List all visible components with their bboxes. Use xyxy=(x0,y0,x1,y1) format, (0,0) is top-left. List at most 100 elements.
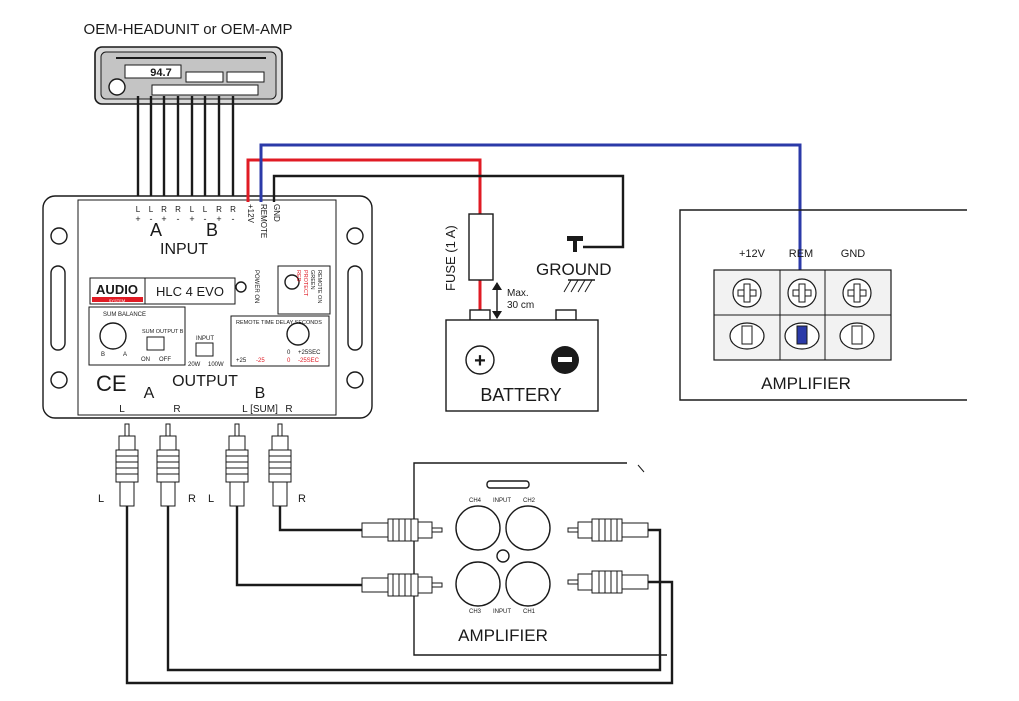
headunit-knob xyxy=(108,78,126,96)
sum-balance-a: A xyxy=(123,352,127,358)
pin-12v: +12V xyxy=(246,204,255,224)
sum-on: ON xyxy=(141,357,150,363)
battery: + BATTERY xyxy=(445,309,599,412)
remote-delay-label: REMOTE TIME DELAY SECONDS xyxy=(236,320,322,326)
headunit: 94.7 xyxy=(94,46,283,105)
fuse-dist: 30 cm xyxy=(507,300,534,311)
amplifier-bottom: CH4 INPUT CH2 CH3 INPUT CH1 AMPLIFIER xyxy=(413,462,667,656)
input-pin-sign-4: - xyxy=(177,214,180,224)
ch4-label: CH4 xyxy=(469,498,482,504)
battery-plus: + xyxy=(474,350,486,372)
input-pin-sign-1: + xyxy=(135,214,140,224)
ce-mark: CE xyxy=(96,371,127,396)
input-100w: 100W xyxy=(208,362,224,368)
sum-balance-label: SUM BALANCE xyxy=(103,312,146,318)
input-pin-8: R xyxy=(230,205,236,214)
terminal-opening xyxy=(796,325,808,345)
screw-slot xyxy=(798,283,806,303)
terminal-opening xyxy=(741,325,753,345)
rca-label-r1: R xyxy=(188,493,196,505)
rca-plug-icon xyxy=(361,573,443,597)
ch4-jack-icon xyxy=(455,505,501,551)
input-pin-5: L xyxy=(190,205,195,214)
amp-term-rem: REM xyxy=(789,248,813,260)
sum-output-switch xyxy=(146,336,165,351)
delay-minus25: -25 xyxy=(256,358,265,364)
amp-bottom-label: AMPLIFIER xyxy=(458,626,548,645)
ch1-jack-icon xyxy=(505,561,551,607)
input-pin-sign-6: - xyxy=(204,214,207,224)
logo-text: AUDIO xyxy=(96,282,138,297)
out-l-sum: L [SUM] xyxy=(242,404,278,415)
input-pin-6: L xyxy=(203,205,208,214)
ch3-label: CH3 xyxy=(469,609,482,615)
input-b-label: B xyxy=(206,220,218,240)
model-name: HLC 4 EVO xyxy=(156,284,224,299)
power-led-icon xyxy=(235,281,247,293)
amp-top-label: AMPLIFIER xyxy=(761,374,851,393)
delay-zero: 0 xyxy=(287,350,291,356)
output-a-label: A xyxy=(144,385,155,402)
screw-slot xyxy=(743,283,751,303)
hlc-4-evo-unit: L+L-R+R-L+L-R+R- +12V REMOTE GND A B INP… xyxy=(42,195,373,419)
ch1-label: CH1 xyxy=(523,609,536,615)
terminal-opening xyxy=(851,325,863,345)
battery-label: BATTERY xyxy=(480,385,561,405)
headunit-display: 94.7 xyxy=(150,67,171,79)
input-pin-2: L xyxy=(149,205,154,214)
input-pin-sign-8: - xyxy=(232,214,235,224)
remote-on-label: REMOTE ON xyxy=(316,270,322,303)
input-a-label: A xyxy=(150,220,162,240)
input-bottom-label: INPUT xyxy=(493,609,511,615)
remote-delay-knob xyxy=(286,322,310,346)
ground-bolt-icon xyxy=(567,236,583,252)
input-select-label: INPUT xyxy=(196,336,214,342)
mount-hole-icon xyxy=(346,371,364,389)
fuse-label: FUSE (1 A) xyxy=(443,225,458,291)
rca-cables xyxy=(125,505,674,685)
remote-led-icon xyxy=(284,274,300,290)
input-pin-4: R xyxy=(175,205,181,214)
rca-label-l2: L xyxy=(208,493,214,505)
speaker-wires xyxy=(136,96,235,202)
input-top-label: INPUT xyxy=(493,498,511,504)
input-label: INPUT xyxy=(160,241,208,258)
ground-symbol-icon xyxy=(563,279,595,293)
delay-zero-red: 0 xyxy=(287,358,291,364)
delay-plus25sec: +25SEC xyxy=(298,350,321,356)
sum-balance-knob xyxy=(99,322,127,350)
input-pin-sign-3: + xyxy=(161,214,166,224)
input-pin-1: L xyxy=(136,205,141,214)
mount-hole-icon xyxy=(50,371,68,389)
fuse-distance-arrow xyxy=(492,282,502,319)
rca-label-l1: L xyxy=(98,493,104,505)
input-pin-sign-7: + xyxy=(216,214,221,224)
battery-plus-icon xyxy=(465,345,495,375)
fuse-max: Max. xyxy=(507,288,529,299)
input-pin-sign-2: - xyxy=(150,214,153,224)
rca-label-r2: R xyxy=(298,493,306,505)
delay-minus25sec: -25SEC xyxy=(298,358,320,364)
input-pin-7: R xyxy=(216,205,222,214)
rca-plug-icon xyxy=(268,423,292,507)
pin-gnd: GND xyxy=(272,204,281,222)
out-r-b: R xyxy=(285,404,292,415)
input-pin-labels: L+L-R+R-L+L-R+R- xyxy=(135,205,236,224)
input-20w: 20W xyxy=(188,362,201,368)
input-pin-sign-5: + xyxy=(189,214,194,224)
input-level-switch xyxy=(195,342,214,357)
rca-plug-icon xyxy=(361,518,443,542)
out-l-a: L xyxy=(119,404,125,415)
logo-bar xyxy=(92,297,143,302)
output-label: OUTPUT xyxy=(172,373,238,390)
input-pin-3: R xyxy=(161,205,167,214)
sum-output-b-label: SUM OUTPUT B xyxy=(142,329,184,335)
remote-wire-blue xyxy=(259,143,802,342)
ch3-jack-icon xyxy=(455,561,501,607)
ch2-jack-icon xyxy=(505,505,551,551)
protect-color: RED xyxy=(295,270,301,282)
remote-on-color: GREEN xyxy=(309,270,315,290)
sum-balance-b: B xyxy=(101,352,105,358)
delay-plus25: +25 xyxy=(236,358,247,364)
